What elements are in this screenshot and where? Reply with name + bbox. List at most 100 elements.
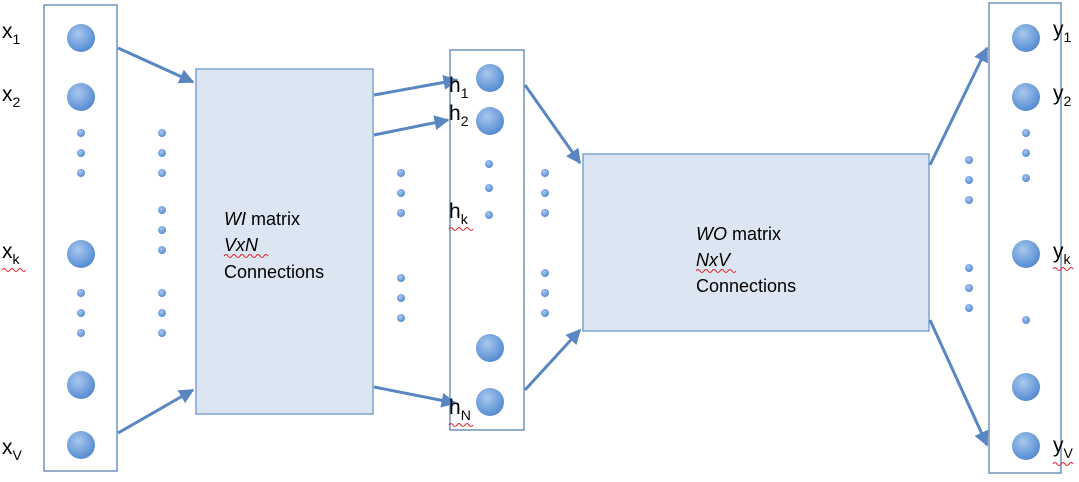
ellipsis-dot: [1022, 174, 1030, 182]
ellipsis-dot: [77, 309, 85, 317]
hidden-node: [476, 334, 504, 362]
ellipsis-dot: [965, 196, 973, 204]
arrow-wi-to-hN: [373, 385, 457, 408]
hidden-label-hN: hN: [449, 396, 471, 423]
ellipsis-dot: [397, 274, 405, 282]
hidden-node: [476, 64, 504, 92]
wi-matrix-box: [195, 68, 374, 415]
output-nodes: [1012, 24, 1040, 460]
wi-matrix-text: WI matrix VxN Connections: [223, 209, 324, 282]
ellipsis-dot: [485, 184, 493, 192]
arrow-wo-to-output-bottom: [928, 319, 989, 447]
wo-matrix-connections: Connections: [696, 276, 796, 296]
spellcheck-underline: [448, 422, 474, 428]
wi-matrix-dims: VxN: [224, 235, 259, 255]
input-label-xk: xk: [2, 240, 21, 267]
spellcheck-underline: [223, 253, 269, 259]
wo-matrix-box: [582, 153, 930, 332]
ellipsis-dot: [965, 304, 973, 312]
input-node: [67, 83, 95, 111]
ellipsis-dot: [397, 209, 405, 217]
ellipsis-dot: [541, 289, 549, 297]
ellipsis-dot: [158, 169, 166, 177]
ellipsis-dot: [541, 269, 549, 277]
ellipsis-dot: [397, 294, 405, 302]
spellcheck-underline: [1052, 266, 1074, 272]
ellipsis-dot: [541, 189, 549, 197]
input-node: [67, 431, 95, 459]
input-node: [67, 24, 95, 52]
spellcheck-underline: [1052, 461, 1074, 467]
ellipsis-dot: [158, 329, 166, 337]
ellipsis-dot: [541, 309, 549, 317]
ellipsis-dot: [965, 264, 973, 272]
input-label-xV: xV: [2, 436, 23, 463]
arrow-hidden-bottom-to-wo: [523, 328, 582, 392]
output-node: [1012, 373, 1040, 401]
spellcheck-underline: [1, 267, 27, 273]
arrow-wi-to-h2: [373, 115, 450, 137]
input-label-x1: x1: [2, 20, 21, 47]
arrow-input-bottom-to-wi: [117, 388, 195, 435]
ellipsis-dot: [77, 289, 85, 297]
input-nodes: [67, 24, 95, 459]
hidden-node: [476, 107, 504, 135]
ellipsis-dot: [77, 149, 85, 157]
ellipsis-dot: [965, 284, 973, 292]
hidden-label-hk: hk: [449, 200, 469, 227]
output-layer-box: [988, 2, 1062, 474]
output-label-yk: yk: [1053, 240, 1072, 267]
spellcheck-underline: [448, 226, 474, 232]
input-node: [67, 371, 95, 399]
ellipsis-dot: [1022, 149, 1030, 157]
arrow-wi-to-h1: [373, 75, 459, 97]
hidden-layer-box: [449, 49, 525, 431]
ellipsis-dot: [158, 129, 166, 137]
input-label-x2: x2: [2, 83, 21, 110]
ellipsis-dot: [965, 156, 973, 164]
input-node: [67, 240, 95, 268]
ellipsis-dot: [1022, 129, 1030, 137]
hidden-nodes: [476, 64, 504, 416]
output-node: [1012, 83, 1040, 111]
wi-matrix-title: WI matrix: [224, 209, 300, 229]
ellipsis-dot: [541, 209, 549, 217]
ellipsis-dot: [541, 169, 549, 177]
output-label-y2: y2: [1053, 82, 1072, 109]
output-node: [1012, 24, 1040, 52]
output-labels: y1 y2 yk yV: [1052, 18, 1074, 467]
ellipsis-dot: [397, 189, 405, 197]
wo-matrix-title: WO matrix: [696, 224, 781, 244]
wo-matrix-dims: NxV: [696, 250, 732, 270]
ellipsis-dot: [158, 309, 166, 317]
ellipsis-dot: [397, 314, 405, 322]
input-layer-box: [43, 4, 118, 472]
ellipsis-dot: [158, 246, 166, 254]
arrow-hidden-top-to-wo: [523, 84, 582, 165]
ellipsis-dot: [158, 289, 166, 297]
ellipsis-dot: [158, 226, 166, 234]
output-node: [1012, 240, 1040, 268]
ellipsis-dot: [77, 169, 85, 177]
output-label-yV: yV: [1053, 434, 1074, 461]
ellipsis-dots: [77, 129, 1030, 337]
ellipsis-dot: [77, 129, 85, 137]
hidden-label-h1: h1: [449, 74, 469, 101]
ellipsis-dot: [158, 206, 166, 214]
output-label-y1: y1: [1053, 18, 1072, 45]
arrow-input-top-to-wi: [117, 46, 195, 84]
hidden-node: [476, 388, 504, 416]
ellipsis-dot: [485, 211, 493, 219]
ellipsis-dot: [397, 169, 405, 177]
spellcheck-underline: [695, 268, 737, 274]
ellipsis-dot: [485, 160, 493, 168]
ellipsis-dot: [158, 149, 166, 157]
ellipsis-dot: [1022, 316, 1030, 324]
wi-matrix-connections: Connections: [224, 262, 324, 282]
ellipsis-dot: [77, 329, 85, 337]
output-node: [1012, 432, 1040, 460]
input-labels: x1 x2 xk xV: [1, 20, 27, 463]
hidden-labels: h1 h2 hk hN: [448, 74, 474, 428]
hidden-label-h2: h2: [449, 102, 469, 129]
